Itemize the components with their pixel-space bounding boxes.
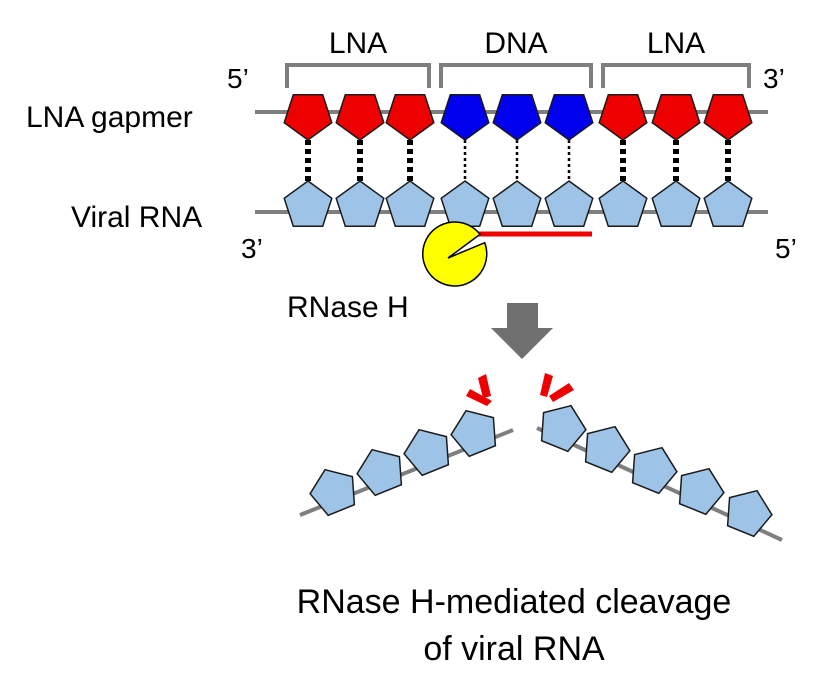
gapmer-nucleotide-lna [283,94,333,141]
cleaved-rna-nucleotide [403,428,450,477]
gapmer-nucleotide-lna [335,94,385,141]
cleavage-mark-left-1 [478,374,491,398]
rna-nucleotide [385,180,435,227]
rna-nucleotide [440,180,490,227]
cleaved-rna-nucleotide [726,489,773,538]
cleaved-fragment-left [309,409,497,517]
gapmer-nucleotide-dna [440,94,490,141]
cleaved-rna-nucleotide [540,404,587,453]
bracket-dna [439,63,593,88]
base-pairs [305,140,731,186]
rna-3prime-label: 3’ [241,233,263,264]
cleaved-rna-nucleotide [631,446,678,495]
bracket-lna-right [601,63,751,88]
cleaved-fragment-right [540,404,773,538]
segment-label-lna-left: LNA [329,27,387,60]
cleavage-mark-left-2 [466,389,492,406]
gapmer-nucleotide-dna [544,94,594,141]
gapmer-nucleotides [283,94,753,141]
rna-nucleotide [283,180,333,227]
gapmer-nucleotide-lna [651,94,701,141]
rna-nucleotide [544,180,594,227]
cleaved-rna-nucleotide [584,425,631,474]
gapmer-label: LNA gapmer [26,101,193,134]
rnase-h-pacman-icon [421,221,488,287]
bracket-lna-left [285,63,431,88]
gapmer-5prime-label: 5’ [227,63,249,94]
cleavage-mark-right-icon [540,373,574,402]
caption-line-1: RNase H-mediated cleavage [297,583,732,621]
gapmer-nucleotide-dna [492,94,542,141]
gapmer-nucleotide-lna [703,94,753,141]
down-arrow-icon [491,303,553,359]
rna-nucleotide [651,180,701,227]
caption-line-2: of viral RNA [423,630,605,668]
cleavage-mark-left-icon [466,374,492,406]
cleavage-mark-right-2 [549,383,574,402]
cleaved-rna-nucleotide [678,467,725,516]
viral-rna-label: Viral RNA [71,201,202,234]
cleaved-rna-nucleotide [309,468,356,517]
cleaved-rna-nucleotide [450,409,497,458]
gapmer-nucleotide-lna [598,94,648,141]
rna-nucleotide [703,180,753,227]
viral-rna-nucleotides [283,180,753,227]
segment-label-dna: DNA [484,27,547,60]
gapmer-3prime-label: 3’ [763,63,785,94]
gapmer-nucleotide-lna [385,94,435,141]
rna-5prime-label: 5’ [775,233,797,264]
rna-nucleotide [598,180,648,227]
cleavage-mark-right-1 [540,373,553,397]
rnase-h-label: RNase H [287,291,409,324]
cleaved-rna-nucleotide [356,448,403,497]
rna-nucleotide [492,180,542,227]
segment-label-lna-right: LNA [647,27,705,60]
rna-nucleotide [335,180,385,227]
